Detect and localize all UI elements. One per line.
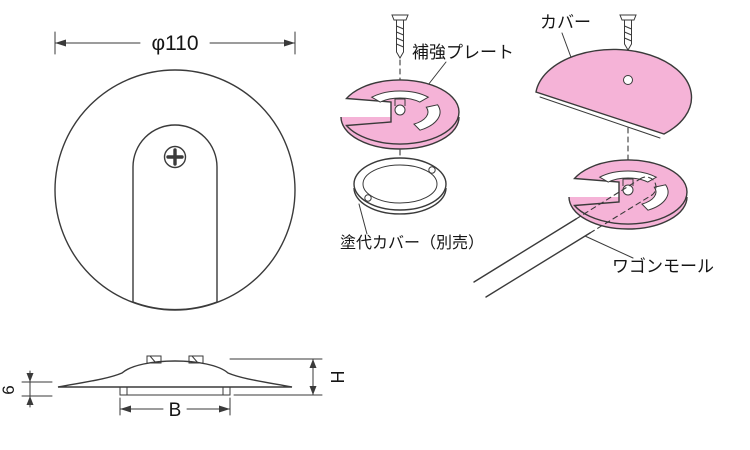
diameter-dimension: φ110 bbox=[54, 31, 296, 55]
cover-channel-outline bbox=[132, 124, 218, 311]
plate-step-right bbox=[188, 355, 204, 364]
arrowhead-right-icon bbox=[284, 39, 295, 47]
ring-inner bbox=[362, 164, 438, 204]
molding-edge-bottom-hidden bbox=[589, 194, 653, 234]
total-height-dimension: H bbox=[229, 358, 347, 396]
plate-screw-hole bbox=[622, 184, 634, 196]
molding-edge-bottom bbox=[485, 232, 591, 298]
thread-line bbox=[396, 43, 404, 48]
arrowhead-right-icon bbox=[219, 405, 230, 413]
molding-edge-top bbox=[473, 218, 577, 283]
reinforcement-plate-label: 補強プレート bbox=[412, 43, 514, 62]
base-width-label: B bbox=[169, 400, 182, 421]
plate-step-left bbox=[146, 355, 162, 364]
wagon-molding bbox=[473, 176, 657, 298]
arrowhead-up-icon bbox=[26, 396, 34, 405]
cover-body bbox=[535, 48, 693, 135]
wagon-molding-label: ワゴンモール bbox=[612, 256, 714, 276]
arrowhead-down-icon bbox=[26, 373, 34, 382]
edge-height-dimension: 6 bbox=[0, 370, 53, 408]
paint-cover-label: 塗代カバー（別売） bbox=[340, 233, 484, 252]
arrowhead-left-icon bbox=[55, 39, 66, 47]
hatch-line bbox=[149, 355, 157, 364]
paint-margin-cover-ring bbox=[353, 157, 447, 215]
leader-line-cover bbox=[561, 32, 573, 61]
plate-slot-top bbox=[370, 90, 430, 103]
ring-tab-hole bbox=[364, 194, 372, 202]
plate-center-boss bbox=[394, 98, 406, 106]
cover-screw-hole bbox=[623, 75, 633, 85]
thread-line bbox=[624, 25, 632, 30]
molding-edge-top-hidden bbox=[575, 178, 641, 220]
side-profile-details bbox=[119, 355, 231, 396]
plate-slot-right bbox=[413, 104, 441, 131]
plate-center-boss bbox=[622, 178, 634, 186]
base-width-dimension: B bbox=[119, 397, 231, 421]
edge-height-label: 6 bbox=[0, 385, 18, 394]
arrowhead-up-icon bbox=[309, 359, 317, 368]
thread-line bbox=[624, 37, 632, 42]
exploded-view-left: 補強プレート 塗代カバー（別売） bbox=[340, 14, 514, 252]
screw-icon bbox=[619, 14, 637, 51]
arrowhead-down-icon bbox=[309, 386, 317, 395]
total-height-label: H bbox=[327, 371, 347, 384]
center-screw-icon bbox=[163, 145, 187, 169]
side-profile-outline bbox=[57, 360, 293, 388]
screw-head bbox=[391, 14, 409, 21]
cover-edge-line bbox=[539, 96, 661, 139]
hatch-line bbox=[191, 355, 199, 364]
side-view: 6 H B bbox=[0, 355, 347, 421]
thread-line bbox=[624, 31, 632, 36]
thread-line bbox=[396, 31, 404, 36]
thread-line bbox=[396, 25, 404, 30]
screw-icon bbox=[391, 14, 409, 59]
diameter-label: φ110 bbox=[151, 32, 198, 55]
front-view: φ110 bbox=[54, 31, 296, 311]
leader-line-molding bbox=[584, 235, 634, 259]
plate-slot-right bbox=[641, 184, 669, 211]
exploded-view-right: カバー bbox=[473, 13, 714, 298]
reinforcement-plate bbox=[568, 159, 688, 230]
screw-head bbox=[619, 14, 637, 21]
outer-circle bbox=[54, 69, 296, 311]
plate-screw-hole bbox=[394, 104, 406, 116]
leader-line-ring bbox=[358, 203, 368, 235]
screw-shaft bbox=[624, 19, 632, 51]
molding-end-cap-hidden bbox=[639, 176, 657, 196]
base-ring-outline bbox=[119, 386, 231, 396]
arrowhead-left-icon bbox=[120, 405, 131, 413]
ring-tab-hole bbox=[428, 166, 436, 174]
plate-slot-top bbox=[598, 170, 658, 183]
reinforcement-plate bbox=[340, 79, 460, 150]
cover-label: カバー bbox=[540, 13, 591, 32]
leader-line-plate bbox=[427, 61, 447, 86]
cover-part bbox=[535, 48, 693, 139]
thread-line bbox=[396, 37, 404, 42]
